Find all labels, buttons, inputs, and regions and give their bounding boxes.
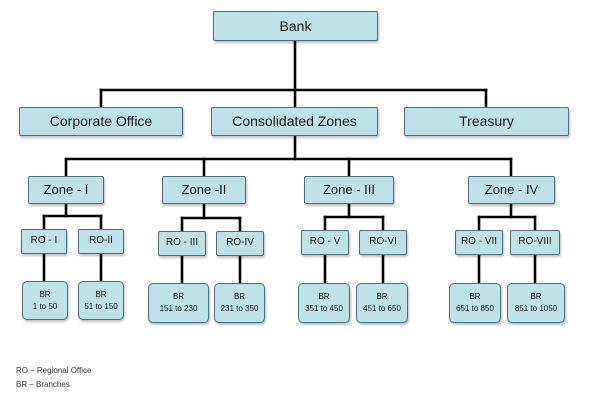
node-ro-8: RO-VIII	[510, 230, 560, 255]
legend-ro-text: RO – Regional Office	[16, 366, 92, 375]
node-br-7-title: BR	[469, 292, 481, 301]
node-zone-1: Zone - I	[28, 176, 104, 204]
node-zone-3: Zone - III	[304, 176, 394, 204]
node-consolidated-zones: Consolidated Zones	[211, 107, 378, 136]
node-ro-4: RO-IV	[216, 231, 264, 256]
node-br-4: BR 231 to 350	[214, 283, 265, 323]
node-zone-4: Zone - IV	[468, 176, 555, 204]
node-br-3-title: BR	[172, 292, 185, 301]
node-br-6: BR 451 to 650	[356, 283, 408, 323]
node-br-4-range: 231 to 350	[220, 304, 259, 313]
node-br-1-range: 1 to 50	[32, 301, 58, 311]
node-ro-6: RO-VI	[359, 230, 407, 255]
node-ro-2-label: RO-II	[89, 235, 113, 247]
node-ro-3: RO - III	[158, 231, 206, 256]
node-ro-2: RO-II	[78, 229, 124, 254]
node-br-7-range: 651 to 850	[456, 304, 494, 313]
node-zone-3-label: Zone - III	[322, 182, 376, 198]
node-br-5-range: 351 to 450	[305, 304, 343, 313]
node-br-4-title: BR	[233, 292, 246, 301]
node-corporate-office-label: Corporate Office	[49, 113, 153, 130]
node-br-2-range: 51 to 150	[84, 301, 118, 311]
node-bank-label: Bank	[279, 17, 312, 34]
node-zone-2-label: Zone -II	[181, 182, 227, 198]
node-ro-7: RO - VII	[455, 230, 503, 255]
node-br-2: BR 51 to 150	[78, 281, 124, 320]
node-br-5-title: BR	[318, 292, 330, 301]
node-ro-6-label: RO-VI	[369, 236, 397, 248]
node-br-3: BR 151 to 230	[148, 283, 209, 323]
node-ro-8-label: RO-VIII	[518, 236, 552, 248]
node-br-8: BR 851 to 1050	[507, 283, 565, 323]
node-ro-7-label: RO - VII	[460, 236, 498, 248]
node-ro-5: RO - V	[301, 230, 349, 255]
legend-br: BR – Branches	[16, 380, 70, 389]
node-zone-1-label: Zone - I	[43, 182, 89, 198]
legend-ro: RO – Regional Office	[16, 366, 91, 375]
node-ro-5-label: RO - V	[309, 236, 341, 248]
node-br-6-range: 451 to 650	[363, 304, 401, 313]
node-corporate-office: Corporate Office	[19, 107, 183, 136]
node-bank: Bank	[213, 11, 378, 41]
node-br-1: BR 1 to 50	[22, 281, 68, 320]
node-br-6-title: BR	[376, 292, 388, 301]
legend-br-text: BR – Branches	[16, 380, 70, 389]
node-zone-4-label: Zone - IV	[484, 182, 539, 198]
node-ro-1-label: RO - I	[30, 235, 58, 247]
node-treasury: Treasury	[404, 107, 569, 136]
node-ro-4-label: RO-IV	[226, 237, 254, 249]
node-br-8-title: BR	[530, 292, 542, 301]
node-br-5: BR 351 to 450	[298, 283, 350, 323]
node-zone-2: Zone -II	[162, 176, 246, 204]
node-ro-1: RO - I	[21, 229, 67, 254]
node-ro-3-label: RO - III	[165, 237, 199, 249]
node-br-7: BR 651 to 850	[449, 283, 501, 323]
node-br-2-title: BR	[95, 289, 107, 299]
node-br-8-range: 851 to 1050	[514, 304, 558, 313]
node-consolidated-zones-label: Consolidated Zones	[232, 113, 357, 130]
node-br-1-title: BR	[39, 289, 51, 299]
node-br-3-range: 151 to 230	[159, 304, 198, 313]
node-treasury-label: Treasury	[459, 113, 514, 130]
